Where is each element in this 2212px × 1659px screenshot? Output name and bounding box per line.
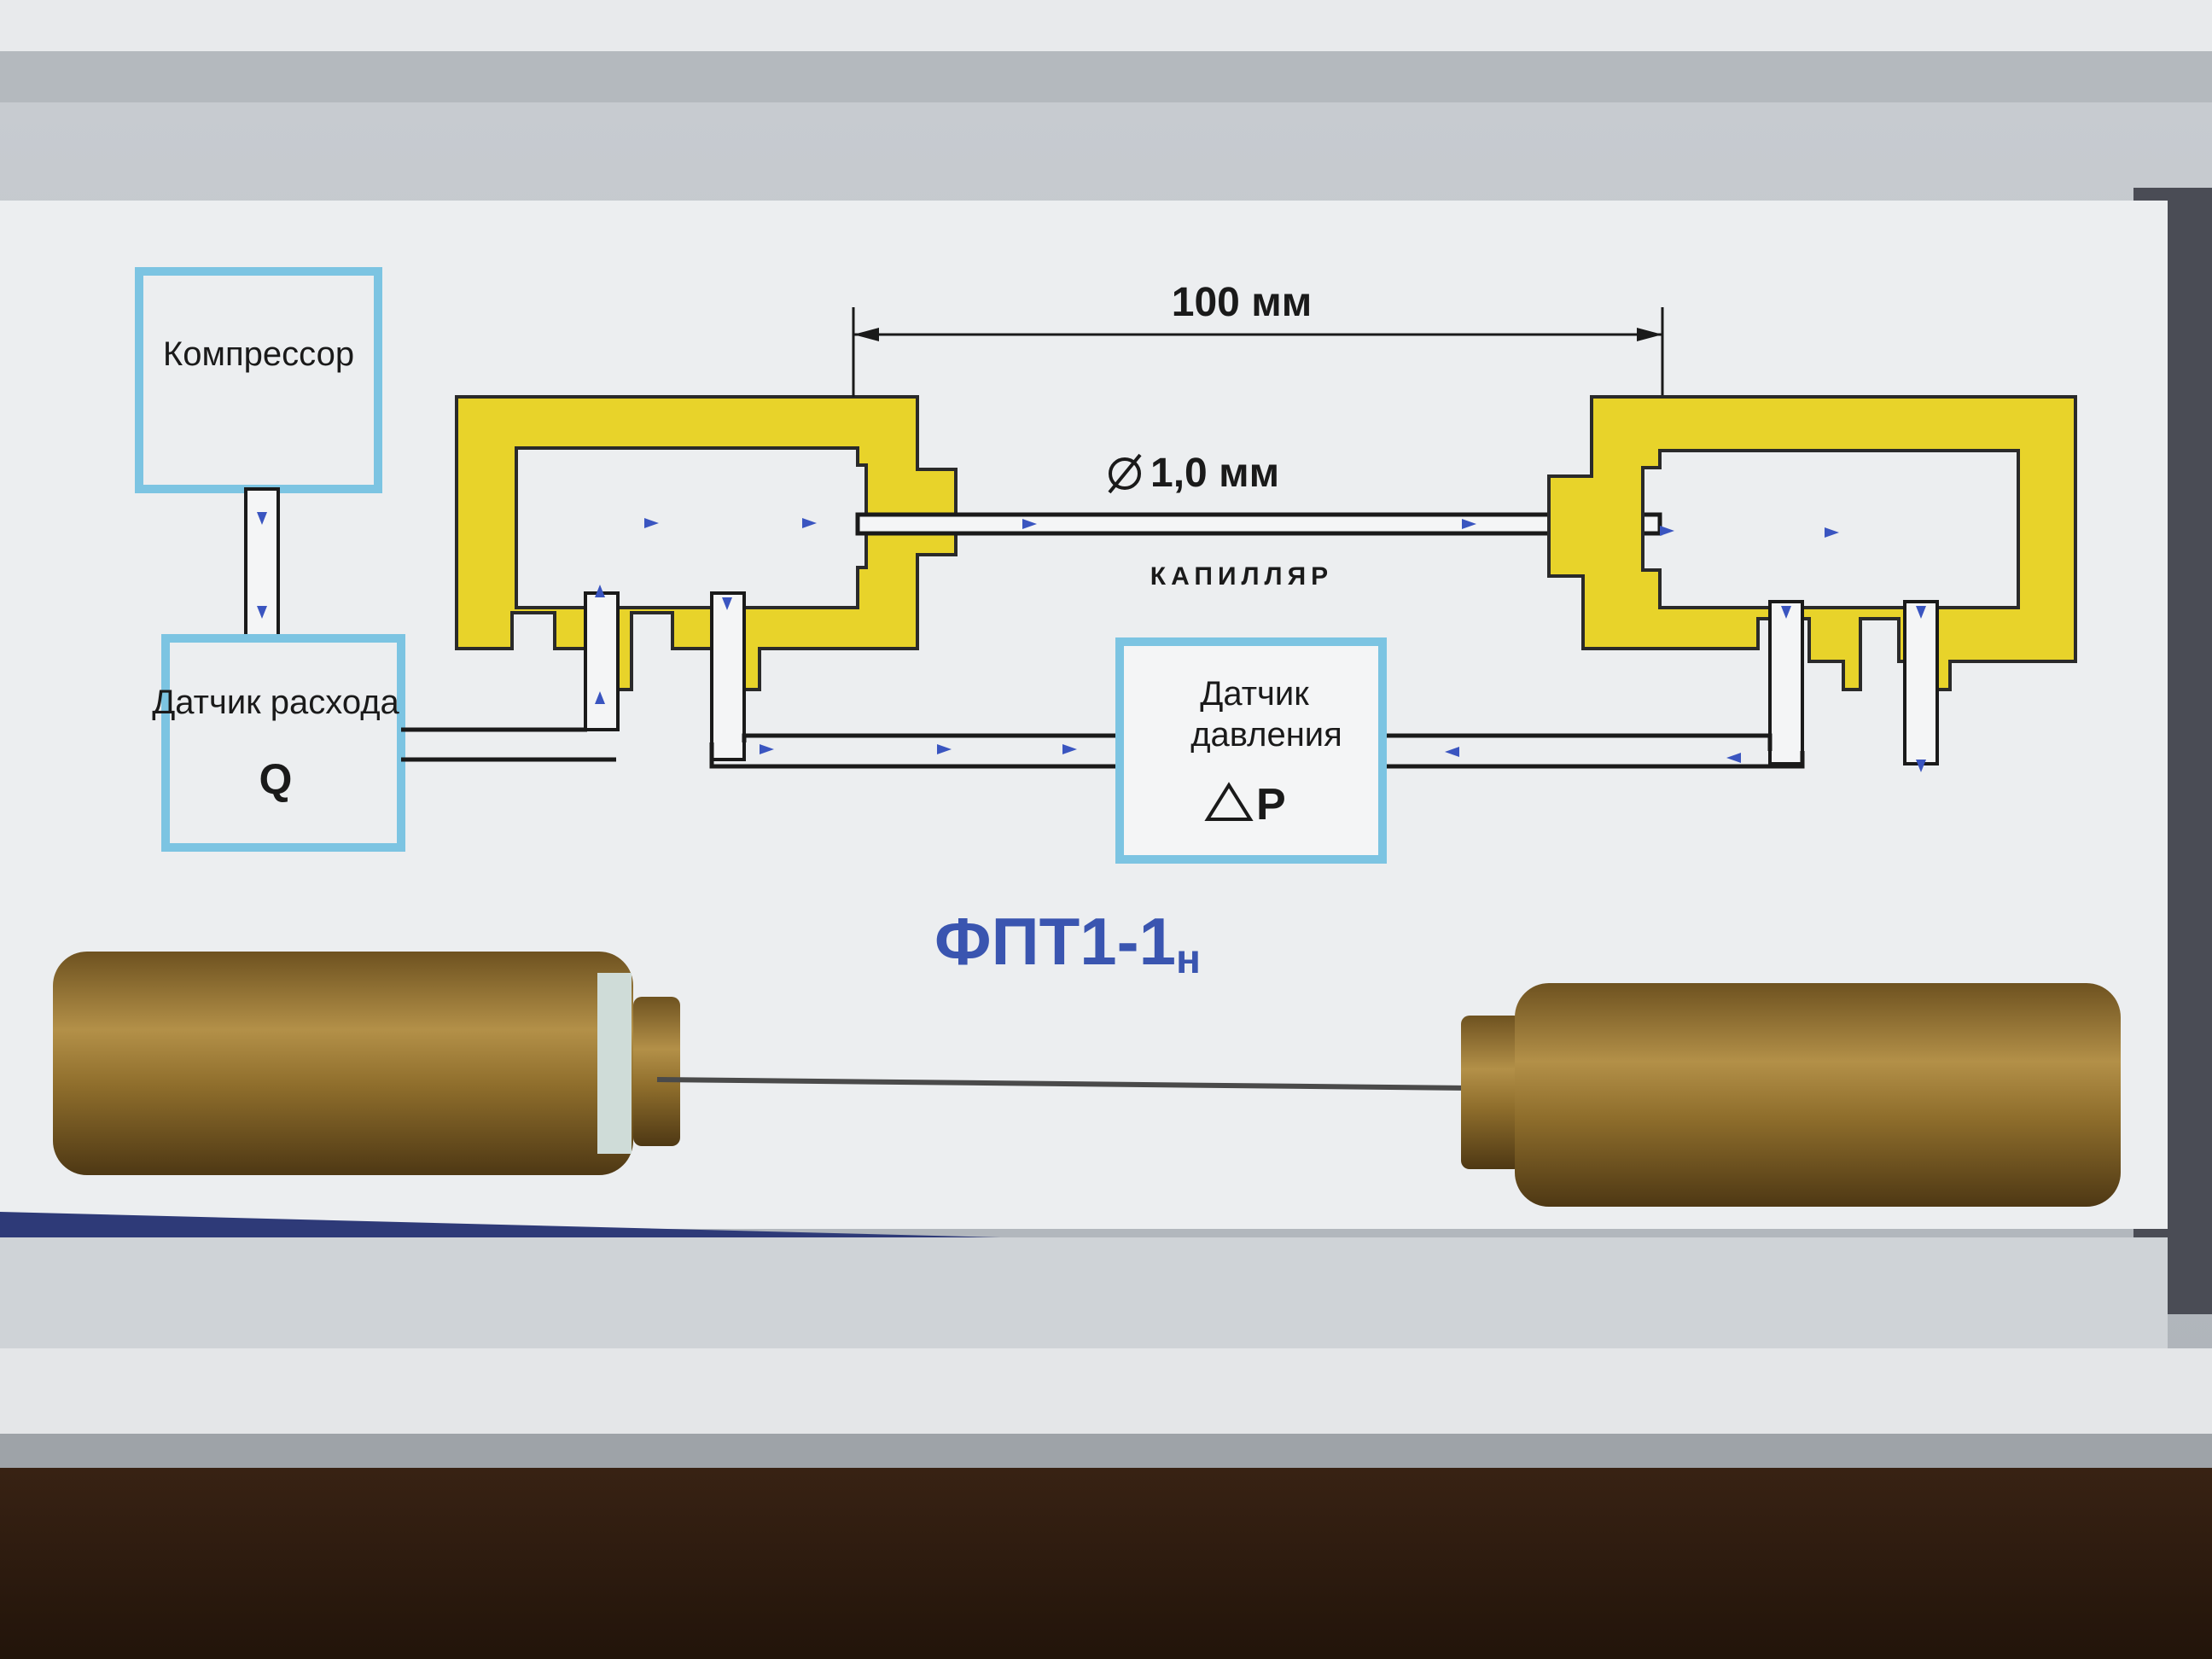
pressure-sensor-label-line1: Датчик — [1200, 675, 1309, 713]
left-chamber-arrow-1 — [644, 518, 659, 528]
flow-arrow-down-2 — [257, 606, 267, 619]
right-port-outlet — [1903, 600, 1939, 765]
right-chamber-arrow-2 — [1825, 527, 1839, 538]
pressure-line-arrow-4 — [1445, 747, 1459, 757]
pressure-sensor-box — [1115, 637, 1387, 864]
pressure-line-right — [1382, 733, 1805, 769]
delta-icon — [1204, 782, 1254, 821]
right-yellow-chamber — [1547, 395, 2077, 691]
pressure-line-arrow-5 — [1726, 753, 1741, 763]
model-label-subscript: н — [1176, 937, 1201, 982]
housing-bottom-rim — [0, 1348, 2212, 1434]
flow-sensor-symbol: Q — [259, 755, 293, 803]
dim-arrow-left-icon — [853, 328, 879, 341]
housing-bottom-edge — [0, 1434, 2212, 1468]
capillary-arrow-1 — [1022, 519, 1037, 529]
left-port-pressure — [710, 591, 746, 761]
diameter-symbol-slash — [1108, 453, 1142, 494]
dim-arrow-right-icon — [1637, 328, 1662, 341]
left-brass-cylinder — [53, 952, 633, 1175]
flow-sensor-box — [161, 634, 405, 852]
left-pressure-arrow-down — [722, 597, 732, 610]
right-brass-cylinder — [1515, 983, 2121, 1207]
left-brass-collar — [597, 973, 632, 1154]
pressure-line-left — [709, 733, 1120, 769]
housing-top-rim-edge — [0, 51, 2212, 102]
left-inlet-arrow-up-2 — [595, 691, 605, 704]
capillary-tube — [855, 512, 1662, 536]
right-brass-nozzle — [1461, 1016, 1522, 1169]
left-brass-nozzle — [633, 997, 680, 1146]
left-port-inlet — [584, 591, 620, 731]
panel-lower-strip — [0, 1237, 2168, 1348]
capillary-arrow-2 — [1462, 519, 1476, 529]
pressure-line-arrow-3 — [1062, 744, 1077, 754]
right-outlet-arrow-down-1 — [1916, 606, 1926, 619]
right-pressure-arrow-down — [1781, 606, 1791, 619]
pressure-line-arrow-1 — [760, 744, 774, 754]
left-chamber-arrow-2 — [802, 518, 817, 528]
right-chamber-arrow-1 — [1660, 526, 1674, 536]
physical-capillary — [656, 1077, 1470, 1091]
model-label-main: ФПТ1-1 — [934, 904, 1176, 979]
flow-sensor-label: Датчик расхода — [152, 684, 399, 721]
diameter-dimension: 1,0 мм — [1150, 451, 1279, 496]
housing-top-rim — [0, 0, 2212, 51]
model-label: ФПТ1-1н — [934, 904, 1201, 982]
pressure-sensor-symbol: P — [1256, 780, 1286, 830]
capillary-label: КАПИЛЛЯР — [1150, 562, 1333, 591]
flow-arrow-down-1 — [257, 512, 267, 525]
compressor-label: Компрессор — [163, 335, 354, 373]
right-port-pressure — [1768, 600, 1804, 765]
pressure-sensor-label-line2: давления — [1190, 716, 1342, 754]
pressure-line-arrow-2 — [937, 744, 952, 754]
diameter-symbol-icon — [1109, 457, 1141, 490]
length-dimension: 100 мм — [1172, 280, 1312, 325]
left-inlet-arrow-up-1 — [595, 585, 605, 597]
right-outlet-arrow-down-2 — [1916, 760, 1926, 772]
